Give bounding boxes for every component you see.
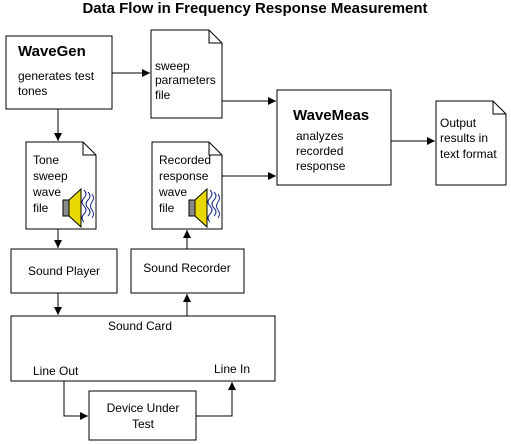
output-results-file: Output results in text format — [435, 100, 507, 186]
output-file-line1: Output — [440, 116, 477, 130]
wavemeas-desc-line1: analyzes — [296, 129, 343, 143]
sound-player-box: Sound Player — [10, 248, 118, 294]
tone-sweep-wave-file: Tone sweep wave file — [25, 141, 97, 230]
arrow-dut-to-line-in — [196, 382, 236, 417]
sweep-parameters-file: sweep parameters file — [150, 29, 223, 119]
recorded-file-line2: response — [159, 169, 209, 183]
recorded-file-line4: file — [159, 201, 175, 215]
wavemeas-box: WaveMeas analyzes recorded response — [276, 89, 392, 186]
diagram-title: Data Flow in Frequency Response Measurem… — [82, 0, 427, 17]
sound-card-box: Sound Card Line Out Line In — [10, 315, 276, 382]
arrow-line-out-to-dut — [63, 381, 88, 420]
output-file-line2: results in — [440, 131, 488, 145]
recorded-response-wave-file: Recorded response wave file — [151, 141, 223, 230]
device-under-test-box: Device Under Test — [88, 390, 197, 441]
speaker-icon — [62, 187, 94, 229]
tone-file-line3: wave — [32, 185, 61, 199]
sound-card-label: Sound Card — [108, 319, 172, 333]
speaker-icon — [188, 187, 220, 229]
wavegen-desc-line1: generates test — [18, 69, 95, 83]
recorded-file-line1: Recorded — [159, 153, 211, 167]
tone-file-line2: sweep — [33, 169, 68, 183]
line-out-label: Line Out — [33, 364, 79, 378]
wavegen-desc-line2: tones — [18, 84, 47, 98]
sweep-file-line1: sweep — [155, 59, 190, 73]
wavegen-box: WaveGen generates test tones — [5, 35, 113, 110]
wavegen-title: WaveGen — [18, 43, 86, 60]
dut-line1: Device Under — [107, 401, 180, 415]
wavemeas-desc-line2: recorded — [296, 144, 343, 158]
sweep-file-line3: file — [155, 88, 171, 102]
sound-player-label: Sound Player — [28, 264, 100, 278]
line-in-label: Line In — [214, 362, 250, 376]
flow-arrows — [54, 69, 435, 420]
sound-recorder-box: Sound Recorder — [130, 248, 245, 294]
dut-line2: Test — [132, 417, 155, 431]
wavemeas-desc-line3: response — [296, 159, 346, 173]
wavemeas-title: WaveMeas — [293, 107, 369, 124]
recorded-file-line3: wave — [158, 185, 187, 199]
tone-file-line4: file — [33, 201, 49, 215]
sound-recorder-label: Sound Recorder — [143, 261, 230, 275]
tone-file-line1: Tone — [33, 153, 59, 167]
sweep-file-line2: parameters — [155, 73, 216, 87]
output-file-line3: text format — [440, 147, 497, 161]
